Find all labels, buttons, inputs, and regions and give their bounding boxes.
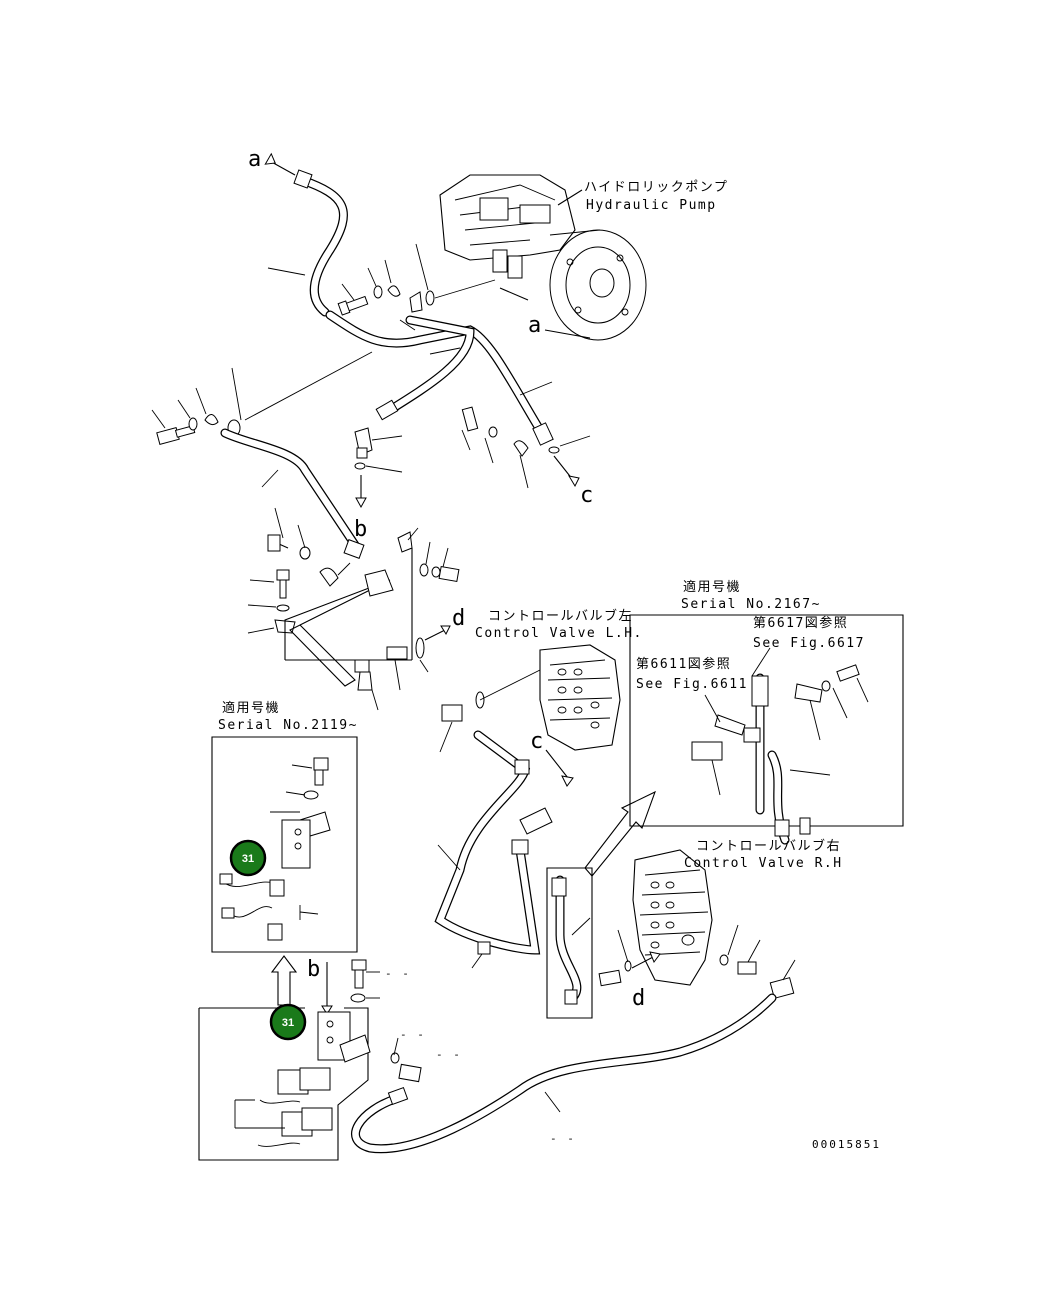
control-valve-rh [632, 849, 713, 986]
serial-2167-parts [691, 647, 869, 845]
arrow-to-serial-2167 [584, 790, 656, 877]
dash-mark-4: - - [550, 1132, 576, 1145]
serial-2167-box [629, 614, 904, 827]
hydraulic-pump [439, 174, 647, 341]
bracket-assembly [247, 507, 460, 687]
pump-label-jp: ハイドロリックポンプ [584, 180, 728, 195]
bolt-group-pump [337, 243, 496, 316]
tube-center [434, 669, 553, 969]
serial-2119-jp: 適用号機 [222, 700, 280, 716]
ref-c-upper: c [580, 483, 593, 508]
lower-assembly-parts: b [234, 957, 422, 1147]
hose-bottom [351, 993, 777, 1154]
ref-a-top: a [248, 147, 261, 172]
see-6617-en: See Fig.6617 [753, 636, 865, 651]
cv-lh-label-en: Control Valve L.H. [475, 626, 643, 641]
ref-c-lower: c [530, 729, 543, 754]
serial-2167-jp: 適用号機 [683, 579, 741, 595]
drawing-number: 00015851 [812, 1138, 881, 1151]
dash-mark-1: - - [385, 967, 411, 980]
arrow-to-serial-2119 [270, 955, 298, 1006]
cv-rh-label-en: Control Valve R.H [684, 856, 843, 871]
callout-31-lower-number: 31 [282, 1017, 294, 1029]
fittings-rh [598, 924, 796, 999]
pump-label-en: Hydraulic Pump [586, 198, 717, 213]
control-valve-lh [539, 644, 621, 751]
serial-2119-parts [219, 757, 331, 941]
serial-2167-en: Serial No.2167~ [681, 597, 821, 612]
elbow-fitting [354, 427, 403, 473]
dash-mark-3: - - [436, 1048, 462, 1061]
hose-top-left [293, 169, 348, 317]
tube-to-b [220, 428, 365, 559]
callout-31-upper-number: 31 [242, 853, 254, 865]
callout-31-upper[interactable]: 31 [229, 839, 267, 877]
ref-d-upper: d [452, 606, 465, 631]
serial-2119-en: Serial No.2119~ [218, 718, 358, 733]
ref-d-lower: d [632, 986, 645, 1011]
cv-lh-label-jp: コントロールバルブ左 [488, 608, 633, 624]
ref-b-upper: b [354, 517, 367, 542]
ref-a-pump: a [528, 313, 541, 338]
fittings-d [354, 625, 451, 711]
see-6617-jp: 第6617図参照 [753, 615, 848, 631]
tube-pump-to-valve [325, 310, 554, 446]
serial-2119-box [211, 736, 358, 953]
callout-31-lower[interactable]: 31 [269, 1003, 307, 1041]
detail-box-center-tube [551, 875, 591, 1005]
dash-mark-2: - - [400, 1028, 426, 1041]
bolt-group-right [461, 406, 591, 489]
cv-rh-label-jp: コントロールバルブ右 [696, 838, 841, 854]
see-6611-en: See Fig.6611 [636, 677, 748, 692]
ref-a-pump-arrow [499, 287, 529, 301]
ref-b-lower: b [307, 957, 320, 982]
see-6611-jp: 第6611図参照 [636, 656, 731, 672]
detail-box-center [546, 867, 593, 1019]
